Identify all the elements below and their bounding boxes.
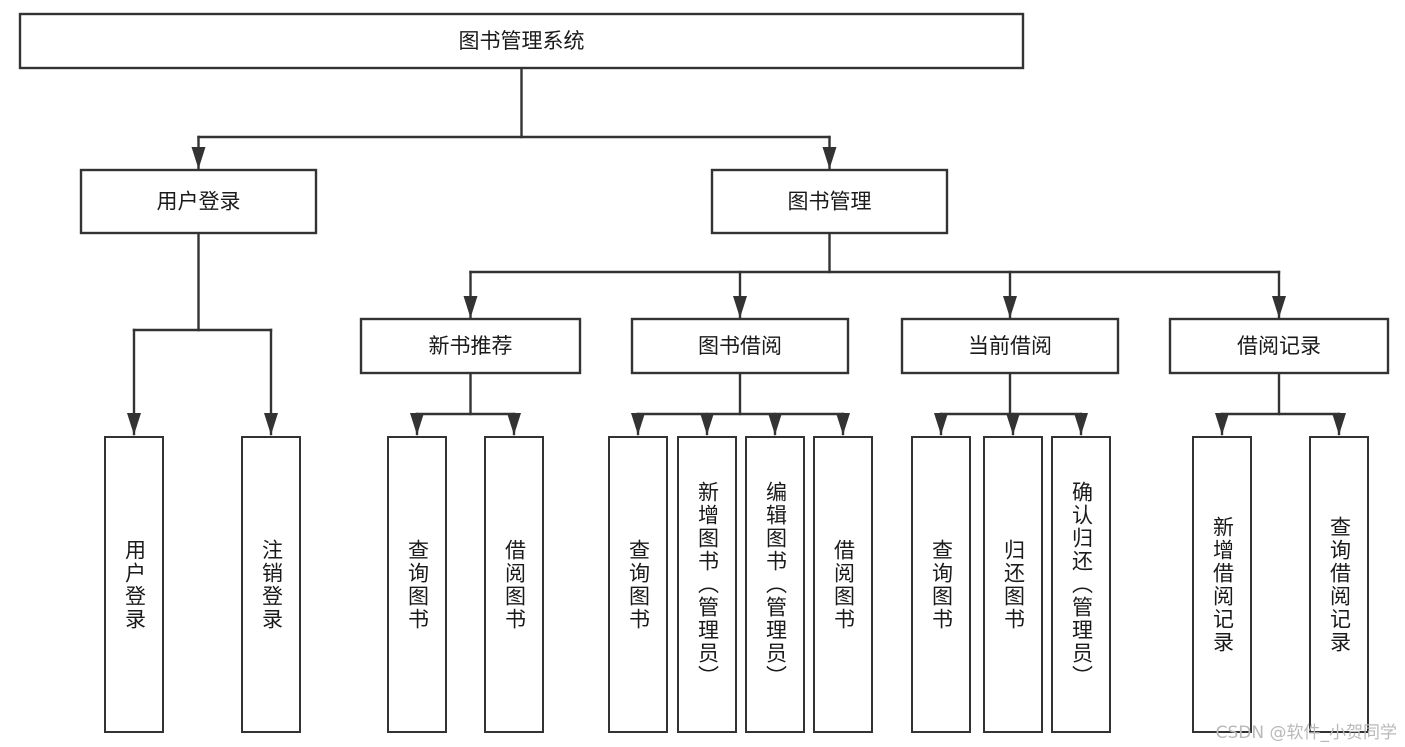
leaf-label-leaf-cur-return-book: 归还图书 bbox=[1001, 538, 1026, 631]
node-new-book-rec[interactable]: 新书推荐 bbox=[359, 317, 582, 375]
arrow-head-icon bbox=[768, 413, 782, 435]
leaf-label-leaf-borrow-lend-book: 借阅图书 bbox=[831, 538, 856, 631]
node-box-new-book-rec bbox=[359, 317, 582, 375]
arrow-head-icon bbox=[822, 147, 837, 169]
leaf-label-leaf-rec-borrow-book: 借阅图书 bbox=[502, 538, 527, 631]
node-label-current-borrow: 当前借阅 bbox=[968, 334, 1052, 358]
arrow-head-icon bbox=[264, 413, 278, 435]
node-box-root bbox=[18, 12, 1025, 70]
leaf-label-leaf-cur-confirm-return: 确认归还（管理员） bbox=[1069, 481, 1094, 688]
leaf-label-leaf-borrow-add-book: 新增图书（管理员） bbox=[695, 481, 720, 688]
node-current-borrow[interactable]: 当前借阅 bbox=[900, 317, 1120, 375]
node-box-book-borrow bbox=[630, 317, 850, 375]
node-borrow-record[interactable]: 借阅记录 bbox=[1168, 317, 1390, 375]
leaf-label-leaf-user-login: 用户登录 bbox=[122, 538, 147, 631]
leaf-node-leaf-borrow-add-book[interactable]: 新增图书（管理员） bbox=[677, 436, 737, 733]
leaf-node-leaf-cur-query-book[interactable]: 查询图书 bbox=[911, 436, 971, 733]
arrow-head-icon bbox=[836, 413, 850, 435]
arrow-head-icon bbox=[1074, 413, 1088, 435]
arrow-head-icon bbox=[1332, 413, 1346, 435]
leaf-node-leaf-cur-confirm-return[interactable]: 确认归还（管理员） bbox=[1051, 436, 1111, 733]
leaf-label-leaf-rec-add-record: 新增借阅记录 bbox=[1210, 515, 1235, 654]
node-root[interactable]: 图书管理系统 bbox=[18, 12, 1025, 70]
arrow-head-icon bbox=[631, 413, 645, 435]
arrow-head-icon bbox=[934, 413, 948, 435]
leaf-node-leaf-rec-borrow-book[interactable]: 借阅图书 bbox=[484, 436, 544, 733]
node-box-borrow-record bbox=[1168, 317, 1390, 375]
leaf-label-leaf-user-logout: 注销登录 bbox=[259, 538, 284, 631]
node-label-book-manage: 图书管理 bbox=[788, 190, 872, 214]
leaf-label-leaf-rec-query-record: 查询借阅记录 bbox=[1327, 515, 1352, 654]
node-book-manage[interactable]: 图书管理 bbox=[710, 168, 949, 235]
node-label-new-book-rec: 新书推荐 bbox=[429, 334, 513, 358]
node-label-book-borrow: 图书借阅 bbox=[698, 334, 782, 358]
arrow-head-icon bbox=[1006, 413, 1020, 435]
arrow-head-icon bbox=[127, 413, 141, 435]
arrow-head-icon bbox=[463, 296, 478, 318]
arrow-head-icon bbox=[733, 296, 747, 318]
connector-layer bbox=[127, 66, 1346, 436]
leaf-label-leaf-rec-query-book: 查询图书 bbox=[405, 538, 430, 631]
leaf-node-leaf-user-login[interactable]: 用户登录 bbox=[104, 436, 164, 733]
node-box-current-borrow bbox=[900, 317, 1120, 375]
leaf-label-leaf-cur-query-book: 查询图书 bbox=[929, 538, 954, 631]
node-box-book-manage bbox=[710, 168, 949, 235]
leaf-node-leaf-user-logout[interactable]: 注销登录 bbox=[241, 436, 301, 733]
arrow-head-icon bbox=[507, 413, 521, 435]
leaf-node-leaf-rec-add-record[interactable]: 新增借阅记录 bbox=[1192, 436, 1252, 733]
arrow-head-icon bbox=[1215, 413, 1229, 435]
node-user-login[interactable]: 用户登录 bbox=[79, 168, 318, 235]
leaf-node-leaf-rec-query-record[interactable]: 查询借阅记录 bbox=[1309, 436, 1369, 733]
node-book-borrow[interactable]: 图书借阅 bbox=[630, 317, 850, 375]
leaf-node-leaf-cur-return-book[interactable]: 归还图书 bbox=[983, 436, 1043, 733]
arrow-head-icon bbox=[410, 413, 424, 435]
node-label-root: 图书管理系统 bbox=[459, 29, 585, 53]
arrow-head-icon bbox=[1272, 296, 1286, 318]
leaf-node-leaf-rec-query-book[interactable]: 查询图书 bbox=[387, 436, 447, 733]
watermark-text: CSDN @软件_小贺同学 bbox=[1215, 723, 1397, 743]
leaf-node-leaf-borrow-query-book[interactable]: 查询图书 bbox=[608, 436, 668, 733]
leaf-label-leaf-borrow-edit-book: 编辑图书（管理员） bbox=[763, 481, 788, 688]
node-label-user-login: 用户登录 bbox=[157, 190, 241, 214]
node-box-user-login bbox=[79, 168, 318, 235]
node-label-borrow-record: 借阅记录 bbox=[1237, 334, 1321, 358]
leaf-label-leaf-borrow-query-book: 查询图书 bbox=[626, 538, 651, 631]
leaf-node-leaf-borrow-edit-book[interactable]: 编辑图书（管理员） bbox=[745, 436, 805, 733]
arrow-head-icon bbox=[191, 147, 206, 169]
arrow-head-icon bbox=[1003, 296, 1017, 318]
leaf-node-leaf-borrow-lend-book[interactable]: 借阅图书 bbox=[813, 436, 873, 733]
arrow-head-icon bbox=[700, 413, 714, 435]
